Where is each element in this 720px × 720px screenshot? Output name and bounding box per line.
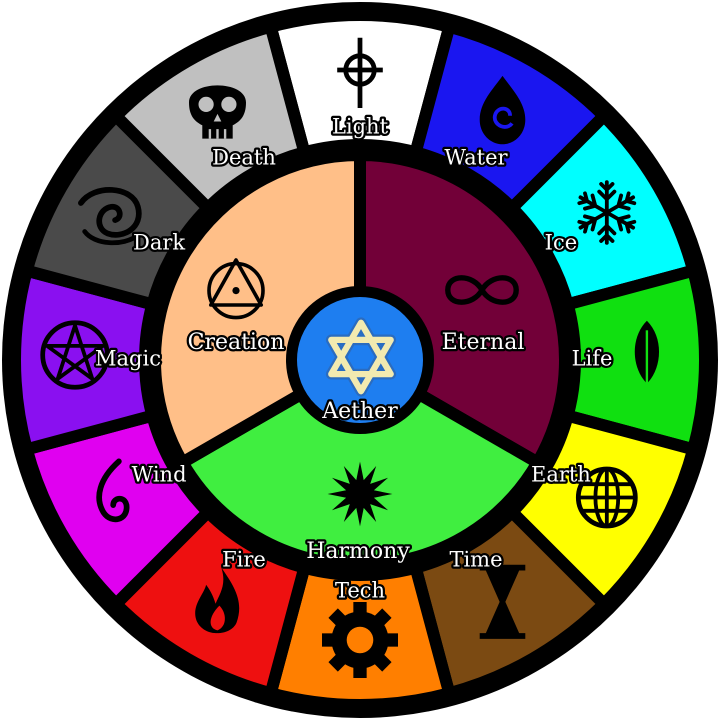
center-aether bbox=[287, 287, 433, 433]
infinity-icon bbox=[445, 275, 519, 305]
sun-star-icon bbox=[327, 461, 393, 527]
label-creation: Creation bbox=[188, 330, 285, 355]
triangle-circle-icon bbox=[207, 258, 265, 320]
label-water: Water bbox=[444, 146, 508, 170]
celtic-cross-icon bbox=[337, 37, 383, 109]
leaf-icon bbox=[634, 320, 660, 394]
label-wind: Wind bbox=[132, 463, 187, 487]
hexagram-icon bbox=[325, 317, 397, 397]
flame-icon bbox=[195, 567, 240, 634]
label-tech: Tech bbox=[335, 579, 385, 603]
label-magic: Magic bbox=[95, 347, 161, 371]
hourglass-icon bbox=[479, 564, 526, 639]
skull-icon bbox=[189, 85, 246, 139]
spiral-icon bbox=[78, 187, 142, 246]
gear-icon bbox=[321, 602, 399, 678]
icon-layer bbox=[40, 37, 660, 678]
water-drop-icon bbox=[479, 75, 526, 145]
label-harmony: Harmony bbox=[306, 539, 410, 564]
label-eternal: Eternal bbox=[442, 330, 525, 355]
label-life: Life bbox=[572, 347, 613, 371]
wind-swirl-icon bbox=[96, 458, 130, 523]
pentagram-icon bbox=[40, 320, 110, 390]
snowflake-icon bbox=[577, 180, 637, 245]
label-earth: Earth bbox=[531, 463, 591, 487]
center-circle bbox=[287, 287, 433, 433]
label-time: Time bbox=[449, 547, 502, 571]
label-fire: Fire bbox=[222, 547, 266, 571]
label-death: Death bbox=[212, 146, 276, 170]
label-light: Light bbox=[332, 115, 389, 139]
label-aether: Aether bbox=[321, 399, 398, 424]
globe-icon bbox=[575, 466, 638, 529]
label-dark: Dark bbox=[133, 231, 185, 255]
label-ice: Ice bbox=[545, 231, 577, 255]
